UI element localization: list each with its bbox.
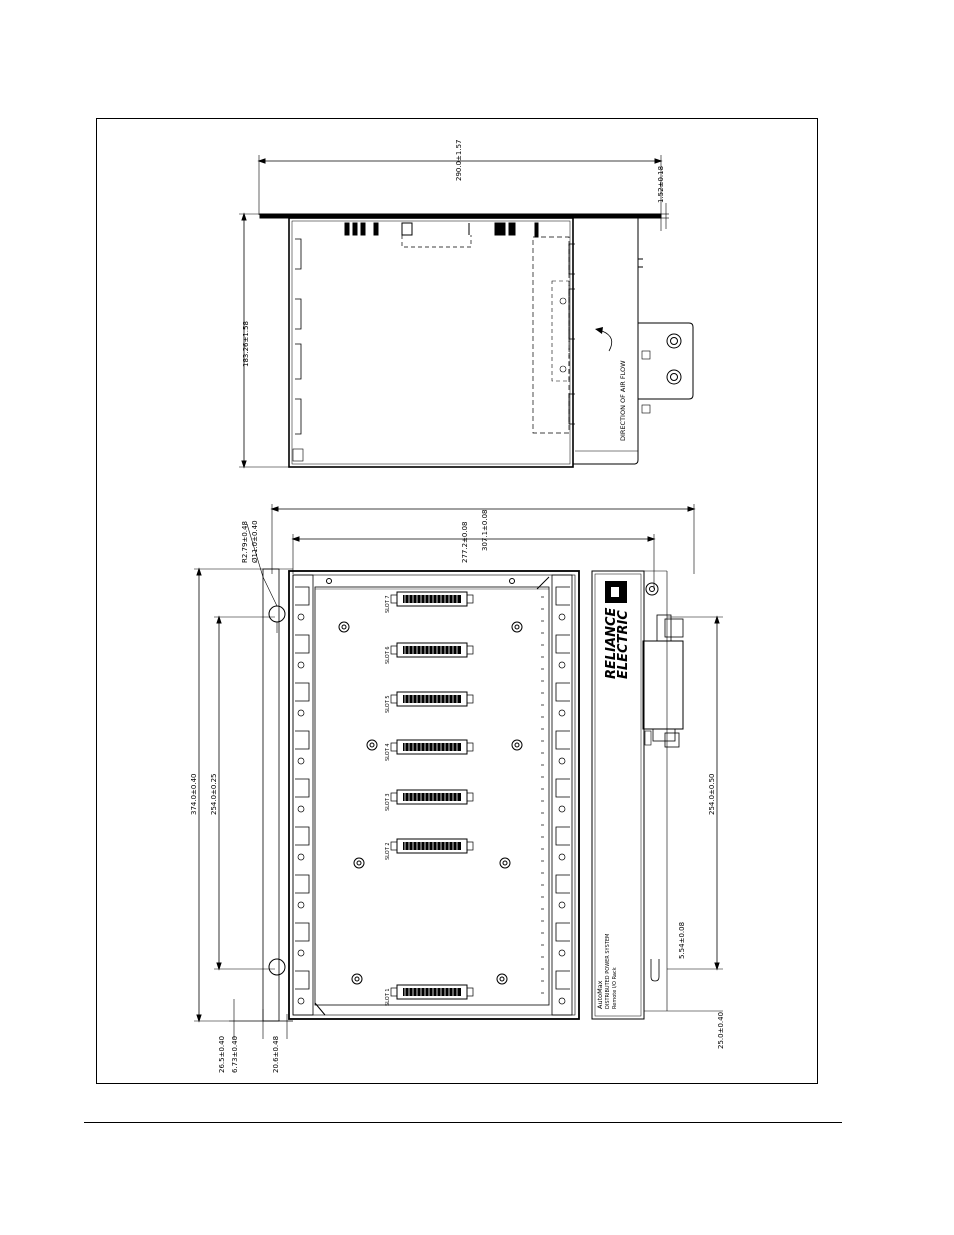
rail-screw	[558, 853, 566, 861]
rail-latch	[555, 778, 570, 798]
rail-screw	[558, 709, 566, 717]
rail-latch	[555, 730, 570, 750]
rail-screw	[297, 853, 305, 861]
dim-hole-radius: R2.79±0.48	[241, 521, 249, 563]
top-view	[239, 155, 694, 469]
rail-latch	[555, 586, 570, 606]
rail-latch	[295, 970, 310, 990]
slot-connector-2: SLOT 2	[385, 838, 474, 860]
rail-latch	[555, 874, 570, 894]
dim-slot-width: 5.54±0.08	[678, 922, 686, 959]
dim-flange: 20.6±0.48	[272, 1036, 280, 1073]
rail-screw	[297, 709, 305, 717]
rail-latch	[295, 778, 310, 798]
slot-connector-3: SLOT 3	[385, 789, 474, 811]
dim-hole-diameter: Ø11.0±0.40	[251, 520, 259, 563]
footer-rule	[84, 1122, 842, 1123]
rail-latch	[295, 634, 310, 654]
rail-latch	[555, 682, 570, 702]
airflow-label: DIRECTION OF AIR FLOW	[619, 360, 627, 441]
rail-screw	[558, 949, 566, 957]
rail-screw	[297, 997, 305, 1005]
rail-latch	[295, 730, 310, 750]
product-line-1: AutoMax	[596, 980, 604, 1009]
rail-screw	[558, 901, 566, 909]
slot-connectors: SLOT 1 SLOT 2 SLOT 3 SLOT 4 SLOT 5 SLOT 6 SLOT…	[385, 591, 474, 1006]
dim-bottom-offset-1: 26.5±0.40	[218, 1036, 226, 1073]
slot-label: SLOT 7	[385, 595, 391, 613]
rail-latch	[295, 922, 310, 942]
rail-screw	[297, 949, 305, 957]
dim-top-width: 290.0±1.57	[455, 140, 463, 182]
slot-label: SLOT 5	[385, 695, 391, 713]
rail-latch	[555, 826, 570, 846]
rail-latch	[555, 970, 570, 990]
mechanical-drawing: SLOT 1 SLOT 2 SLOT 3 SLOT 4 SLOT 5 SLOT 6 SLOT…	[190, 140, 725, 1074]
slot-connector-6: SLOT 6	[385, 642, 474, 664]
rail-latch	[295, 586, 310, 606]
rail-screw	[297, 757, 305, 765]
product-line-2: DISTRIBUTED POWER SYSTEM	[605, 934, 611, 1009]
slot-connector-4: SLOT 4	[385, 739, 474, 761]
front-view	[194, 504, 723, 1039]
rail-screw	[558, 613, 566, 621]
drawing-frame: SLOT 1 SLOT 2 SLOT 3 SLOT 4 SLOT 5 SLOT 6 SLOT…	[96, 118, 818, 1084]
brand-line-1: RELIANCE	[604, 608, 619, 679]
slot-connector-5: SLOT 5	[385, 691, 474, 713]
rail-screw	[558, 757, 566, 765]
rail-screw	[297, 805, 305, 813]
dim-hole-spacing-right: 254.0±0.50	[708, 774, 716, 816]
slot-label: SLOT 4	[385, 743, 391, 761]
slot-label: SLOT 3	[385, 793, 391, 811]
rail-latch	[555, 634, 570, 654]
dim-inner-width: 277.2±0.08	[461, 522, 469, 564]
dim-bottom-right: 25.0±0.40	[717, 1012, 725, 1049]
rail-latch	[555, 922, 570, 942]
slot-connector-7: SLOT 7	[385, 591, 474, 613]
rail-screw	[297, 661, 305, 669]
dim-overall-width: 307.1±0.08	[481, 510, 489, 552]
rail-latches	[295, 586, 570, 1005]
slot-connector-1: SLOT 1	[385, 984, 474, 1006]
rail-screw	[558, 805, 566, 813]
rail-screw	[297, 613, 305, 621]
rail-latch	[295, 826, 310, 846]
rail-screw	[297, 901, 305, 909]
slot-label: SLOT 2	[385, 842, 391, 860]
dim-overall-height: 374.0±0.40	[190, 774, 198, 816]
dim-top-height: 183.26±1.58	[242, 321, 250, 367]
rail-screw	[558, 997, 566, 1005]
slot-label: SLOT 1	[385, 988, 391, 1006]
product-line-3: Remote I/O Rack	[612, 967, 618, 1009]
dim-top-offset: 1.52±0.18	[657, 166, 665, 203]
rail-screw	[558, 661, 566, 669]
dim-bottom-offset-2: 6.73±0.40	[231, 1036, 239, 1073]
dim-hole-spacing-left: 254.0±0.25	[210, 774, 218, 816]
slot-label: SLOT 6	[385, 646, 391, 664]
brand-line-2: ELECTRIC	[616, 610, 631, 679]
rail-latch	[295, 682, 310, 702]
rail-latch	[295, 874, 310, 894]
